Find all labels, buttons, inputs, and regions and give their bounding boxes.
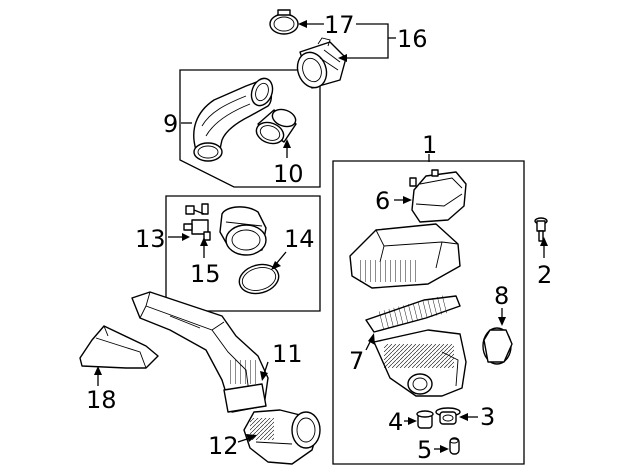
callout-16: 16	[397, 25, 428, 53]
long-duct-part-11	[131, 291, 269, 413]
filter-element-part-7	[365, 295, 461, 333]
callout-5: 5	[417, 436, 433, 464]
grommet-part-3	[435, 407, 461, 425]
deflector-part-18	[79, 325, 159, 369]
callout-2: 2	[537, 261, 553, 289]
inlet-part-12	[243, 409, 321, 465]
callout-6: 6	[375, 187, 391, 215]
intake-duct-part-9	[193, 77, 274, 162]
lower-airbox	[373, 329, 467, 397]
callout-14: 14	[284, 225, 315, 253]
plug-part-5	[449, 437, 460, 455]
callout-13: 13	[135, 225, 166, 253]
callout-9: 9	[163, 110, 179, 138]
callout-10: 10	[273, 160, 304, 188]
sensor-housing-part-16	[296, 37, 347, 89]
clamp-part-17	[269, 9, 299, 35]
push-pin-part-2	[534, 217, 548, 242]
group-frame-1	[332, 160, 525, 465]
gasket-part-14	[238, 263, 280, 295]
inlet-fan-part-8	[482, 327, 513, 365]
callout-18: 18	[86, 386, 117, 414]
callout-12: 12	[208, 432, 239, 460]
coupler-part-10	[255, 108, 297, 145]
cover-part-6	[409, 169, 467, 223]
group-frame-13-15	[165, 195, 321, 312]
callout-8: 8	[494, 282, 510, 310]
callout-1: 1	[422, 131, 438, 159]
grommet-part-4	[416, 410, 434, 429]
upper-airbox	[349, 223, 461, 289]
callout-3: 3	[480, 403, 496, 431]
callout-4: 4	[388, 408, 404, 436]
callout-17: 17	[324, 11, 355, 39]
callout-15: 15	[190, 260, 221, 288]
fitting-part-15	[183, 203, 211, 241]
sensor-body-part-13	[219, 206, 267, 256]
callout-11: 11	[272, 340, 303, 368]
callout-7: 7	[349, 347, 365, 375]
leader-lines	[94, 20, 548, 453]
